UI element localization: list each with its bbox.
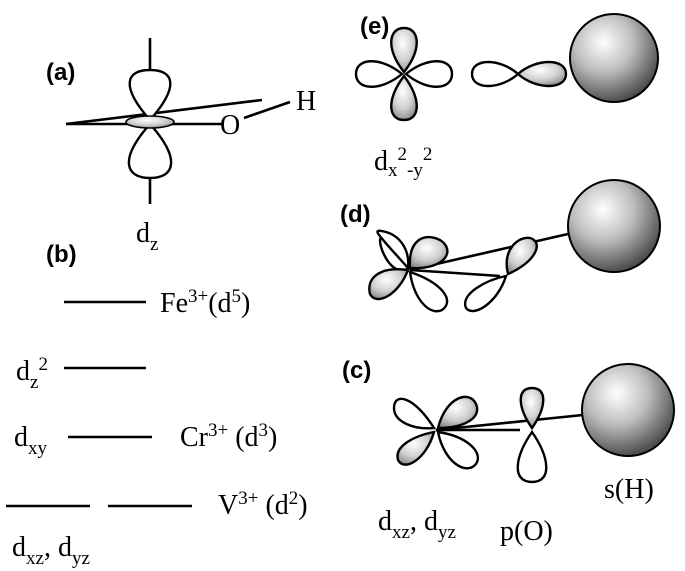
dz-upper-lobe (128, 68, 172, 122)
panel-label-b: (b) (46, 241, 77, 268)
s-orbital-sphere-e (569, 13, 659, 103)
panel-label-e: (e) (360, 13, 389, 40)
dx2y2-left-lobe (354, 60, 404, 88)
p-orbital-d (463, 236, 538, 313)
panel-label-c: (c) (342, 357, 371, 384)
dz-orbital-sketch (65, 38, 291, 204)
dz-torus (125, 115, 175, 129)
dx2y2-right-lobe (404, 60, 454, 88)
v-level-label: V3+ (d2) (218, 488, 308, 521)
s-orbital-sphere-d (567, 179, 661, 273)
atom-O-label: O (220, 110, 240, 141)
energy-levels (6, 300, 192, 508)
p-orbital-c (516, 386, 548, 484)
atom-H-label: H (296, 86, 316, 117)
s-orbital-sphere-c (581, 363, 675, 457)
dx2y2-orbital (354, 26, 454, 122)
d-orbital-d (368, 229, 569, 313)
dz-label: dz (136, 218, 158, 255)
panel-label-d: (d) (340, 201, 371, 228)
dx2y2-label: dx2-y2 (374, 144, 432, 181)
fe-level-label: Fe3+(d5) (160, 286, 250, 319)
dxy-level-label: dxy (14, 422, 48, 459)
dx2y2-bottom-lobe (390, 73, 418, 122)
p-orbital-e (470, 60, 568, 88)
d-orbital-c (392, 395, 613, 470)
panel-label-a: (a) (46, 59, 75, 86)
dx2y2-top-lobe (390, 26, 418, 74)
cr-level-label: Cr3+ (d3) (180, 420, 277, 453)
dz2-level-label: dz2 (16, 354, 48, 393)
p-O-label: p(O) (500, 516, 553, 547)
dz-lower-lobe (127, 122, 173, 180)
dxz-dyz-orbital-label: dxz, dyz (378, 506, 456, 543)
s-H-label: s(H) (604, 474, 654, 505)
dxz-dyz-level-label: dxz, dyz (12, 532, 90, 569)
